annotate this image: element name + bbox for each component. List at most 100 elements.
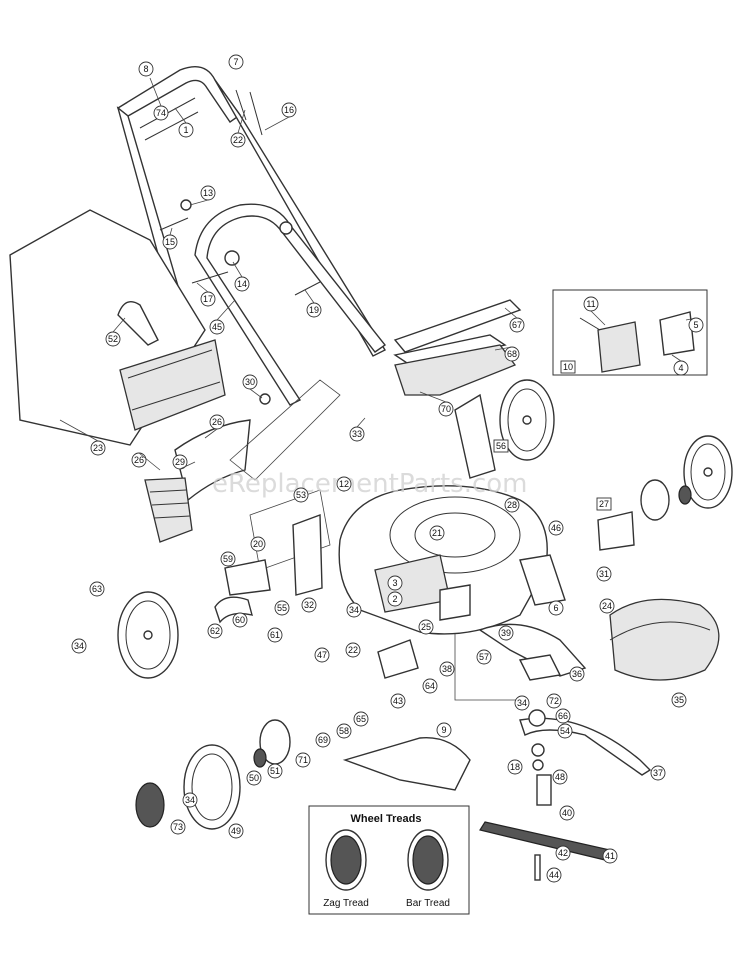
callout-19: 19 [306, 302, 322, 318]
svg-text:27: 27 [599, 499, 609, 509]
callout-25: 25 [418, 619, 434, 635]
svg-text:50: 50 [249, 773, 259, 783]
height-adjusters [214, 393, 635, 679]
front-wheel-right [640, 435, 733, 521]
boxed-callout-10: 10 [560, 360, 576, 374]
callout-32: 32 [301, 597, 317, 613]
svg-text:17: 17 [203, 294, 213, 304]
svg-text:34: 34 [74, 641, 84, 651]
callout-66: 66 [555, 708, 571, 724]
callout-73: 73 [170, 819, 186, 835]
svg-text:23: 23 [93, 443, 103, 453]
callout-50: 50 [246, 770, 262, 786]
callout-2: 2 [387, 591, 403, 607]
callout-51: 51 [267, 763, 283, 779]
svg-text:70: 70 [441, 404, 451, 414]
wheel-treads-title: Wheel Treads [351, 813, 422, 825]
svg-text:47: 47 [317, 650, 327, 660]
svg-text:58: 58 [339, 726, 349, 736]
svg-text:20: 20 [253, 539, 263, 549]
callout-57: 57 [476, 649, 492, 665]
svg-text:69: 69 [318, 735, 328, 745]
callout-28: 28 [504, 497, 520, 513]
callout-13: 13 [200, 185, 216, 201]
callouts: 8 7 74 1 22 16 13 15 14 17 19 45 52 30 2… [71, 54, 704, 883]
boxed-callout-56: 56 [493, 439, 509, 453]
callout-16: 16 [281, 102, 297, 118]
svg-text:34: 34 [517, 698, 527, 708]
rear-wheel-right [499, 379, 555, 461]
callout-26b: 26 [131, 452, 147, 468]
callout-21: 21 [429, 525, 445, 541]
callout-31: 31 [596, 566, 612, 582]
svg-text:43: 43 [393, 696, 403, 706]
callout-9: 9 [436, 722, 452, 738]
front-wheel-left [135, 719, 291, 830]
svg-text:65: 65 [356, 714, 366, 724]
callout-47: 47 [314, 647, 330, 663]
svg-text:66: 66 [558, 711, 568, 721]
svg-text:68: 68 [507, 349, 517, 359]
wheel-tread-inset [308, 805, 470, 915]
svg-text:5: 5 [693, 320, 698, 330]
callout-64: 64 [422, 678, 438, 694]
callout-53: 53 [293, 487, 309, 503]
callout-43: 43 [390, 693, 406, 709]
mulch-plate [342, 654, 562, 791]
callout-68: 68 [504, 346, 520, 362]
svg-text:7: 7 [233, 57, 238, 67]
svg-text:41: 41 [605, 851, 615, 861]
svg-text:71: 71 [298, 755, 308, 765]
callout-35: 35 [671, 692, 687, 708]
rear-wheel-left [117, 591, 179, 679]
callout-67: 67 [509, 317, 525, 333]
svg-text:28: 28 [507, 500, 517, 510]
callout-3: 3 [387, 575, 403, 591]
svg-text:22: 22 [348, 645, 358, 655]
callout-65: 65 [353, 711, 369, 727]
callout-15: 15 [162, 234, 178, 250]
svg-text:29: 29 [175, 457, 185, 467]
callout-42: 42 [555, 845, 571, 861]
svg-text:39: 39 [501, 628, 511, 638]
callout-38: 38 [439, 661, 455, 677]
svg-text:48: 48 [555, 772, 565, 782]
svg-text:22: 22 [233, 135, 243, 145]
svg-text:54: 54 [560, 726, 570, 736]
callout-40: 40 [559, 805, 575, 821]
callout-34c: 34 [514, 695, 530, 711]
callout-54: 54 [557, 723, 573, 739]
callout-26a: 26 [209, 414, 225, 430]
callout-14: 14 [234, 276, 250, 292]
svg-text:34: 34 [349, 605, 359, 615]
svg-text:14: 14 [237, 279, 247, 289]
callout-55: 55 [274, 600, 290, 616]
svg-text:57: 57 [479, 652, 489, 662]
svg-text:49: 49 [231, 826, 241, 836]
callout-44: 44 [546, 867, 562, 883]
drive-unit [478, 554, 720, 681]
callout-45: 45 [209, 319, 225, 335]
callout-60: 60 [232, 612, 248, 628]
svg-text:30: 30 [245, 377, 255, 387]
callout-34b: 34 [71, 638, 87, 654]
svg-text:24: 24 [602, 601, 612, 611]
svg-text:35: 35 [674, 695, 684, 705]
svg-text:46: 46 [551, 523, 561, 533]
callout-46: 46 [548, 520, 564, 536]
svg-text:60: 60 [235, 615, 245, 625]
callout-36: 36 [569, 666, 585, 682]
svg-text:26: 26 [134, 455, 144, 465]
svg-text:45: 45 [212, 322, 222, 332]
svg-text:8: 8 [143, 64, 148, 74]
svg-text:26: 26 [212, 417, 222, 427]
callout-37: 37 [650, 765, 666, 781]
svg-text:10: 10 [563, 362, 573, 372]
callout-62: 62 [207, 623, 223, 639]
handle-hardware [159, 89, 321, 405]
callout-58: 58 [336, 723, 352, 739]
svg-text:64: 64 [425, 681, 435, 691]
svg-text:25: 25 [421, 622, 431, 632]
svg-text:33: 33 [352, 429, 362, 439]
bar-tread-label: Bar Tread [406, 898, 450, 909]
